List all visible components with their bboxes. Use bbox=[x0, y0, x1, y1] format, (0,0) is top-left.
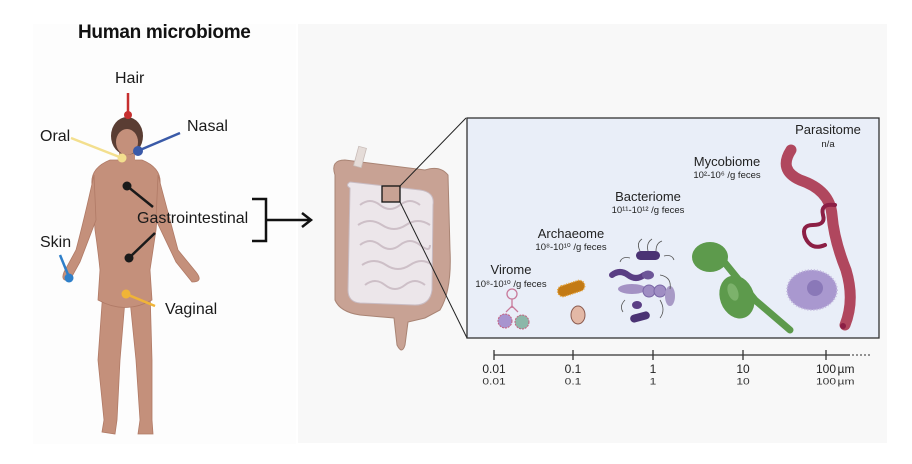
virome-name: Virome bbox=[490, 262, 532, 277]
gi-pointer-upper bbox=[126, 185, 154, 208]
label-gastrointestinal: Gastrointestinal bbox=[137, 210, 249, 227]
protozoa-icon bbox=[786, 269, 838, 311]
skin-pointer bbox=[58, 254, 71, 278]
nasal-dot bbox=[133, 146, 143, 156]
bacteria-icons bbox=[609, 238, 675, 323]
parasitome-name: Parasitome bbox=[795, 122, 861, 137]
skin-dot bbox=[64, 273, 74, 283]
label-oral: Oral bbox=[40, 128, 71, 145]
tick-label-0.1: 0.1 bbox=[564, 362, 582, 376]
tick-label-10: 10 bbox=[736, 362, 750, 376]
zoom-box bbox=[381, 185, 401, 203]
bracket-arrow bbox=[252, 197, 314, 243]
oral-dot bbox=[117, 153, 127, 163]
mycobiome-count: 10²-10⁶ /g feces bbox=[693, 170, 761, 181]
oral-pointer bbox=[70, 136, 123, 160]
hair-dot bbox=[124, 111, 132, 119]
parasite-icon bbox=[780, 144, 856, 331]
intestine-illustration bbox=[333, 145, 451, 351]
archaeome-name: Archaeome bbox=[537, 226, 605, 241]
gi-dot-lower bbox=[124, 253, 134, 263]
tick-label-0.01: 0.01 bbox=[482, 362, 506, 376]
label-nasal: Nasal bbox=[187, 118, 228, 135]
tick-label-ghost-0.01: 0.01 bbox=[482, 376, 506, 387]
archaeome-count: 10⁸-10¹⁰ /g feces bbox=[535, 242, 607, 253]
tick-label-ghost-0.1: 0.1 bbox=[564, 376, 582, 387]
parasitome-count: n/a bbox=[821, 139, 835, 150]
tick-label-ghost-1: 1 bbox=[649, 376, 657, 387]
size-scale-axis bbox=[493, 350, 872, 360]
bacteriome-name: Bacteriome bbox=[615, 189, 681, 204]
vaginal-pointer bbox=[125, 292, 156, 308]
tick-label-ghost-100: 100 bbox=[815, 376, 837, 387]
label-hair: Hair bbox=[115, 70, 145, 87]
scale-unit-ghost: µm bbox=[837, 376, 855, 387]
label-skin: Skin bbox=[40, 234, 72, 251]
human-body-figure bbox=[62, 117, 200, 435]
scale-unit: µm bbox=[837, 362, 855, 376]
figure-title: Human microbiome bbox=[78, 22, 251, 43]
bacteriome-count: 10¹¹-10¹² /g feces bbox=[611, 205, 685, 216]
label-vaginal: Vaginal bbox=[165, 301, 218, 318]
zoom-line-top bbox=[399, 117, 467, 187]
virome-count: 10⁸-10¹⁰ /g feces bbox=[475, 279, 547, 290]
tick-label-ghost-10: 10 bbox=[736, 376, 750, 387]
gi-pointer-lower bbox=[129, 232, 156, 258]
zoom-line-bottom bbox=[399, 201, 468, 339]
nasal-pointer bbox=[139, 131, 181, 152]
tick-label-100: 100 bbox=[815, 362, 837, 376]
mycobiome-name: Mycobiome bbox=[693, 154, 761, 169]
archaea-icons bbox=[556, 279, 586, 325]
virus-icons bbox=[497, 288, 530, 330]
fungi-icons bbox=[692, 242, 794, 334]
tick-label-1: 1 bbox=[649, 362, 657, 376]
